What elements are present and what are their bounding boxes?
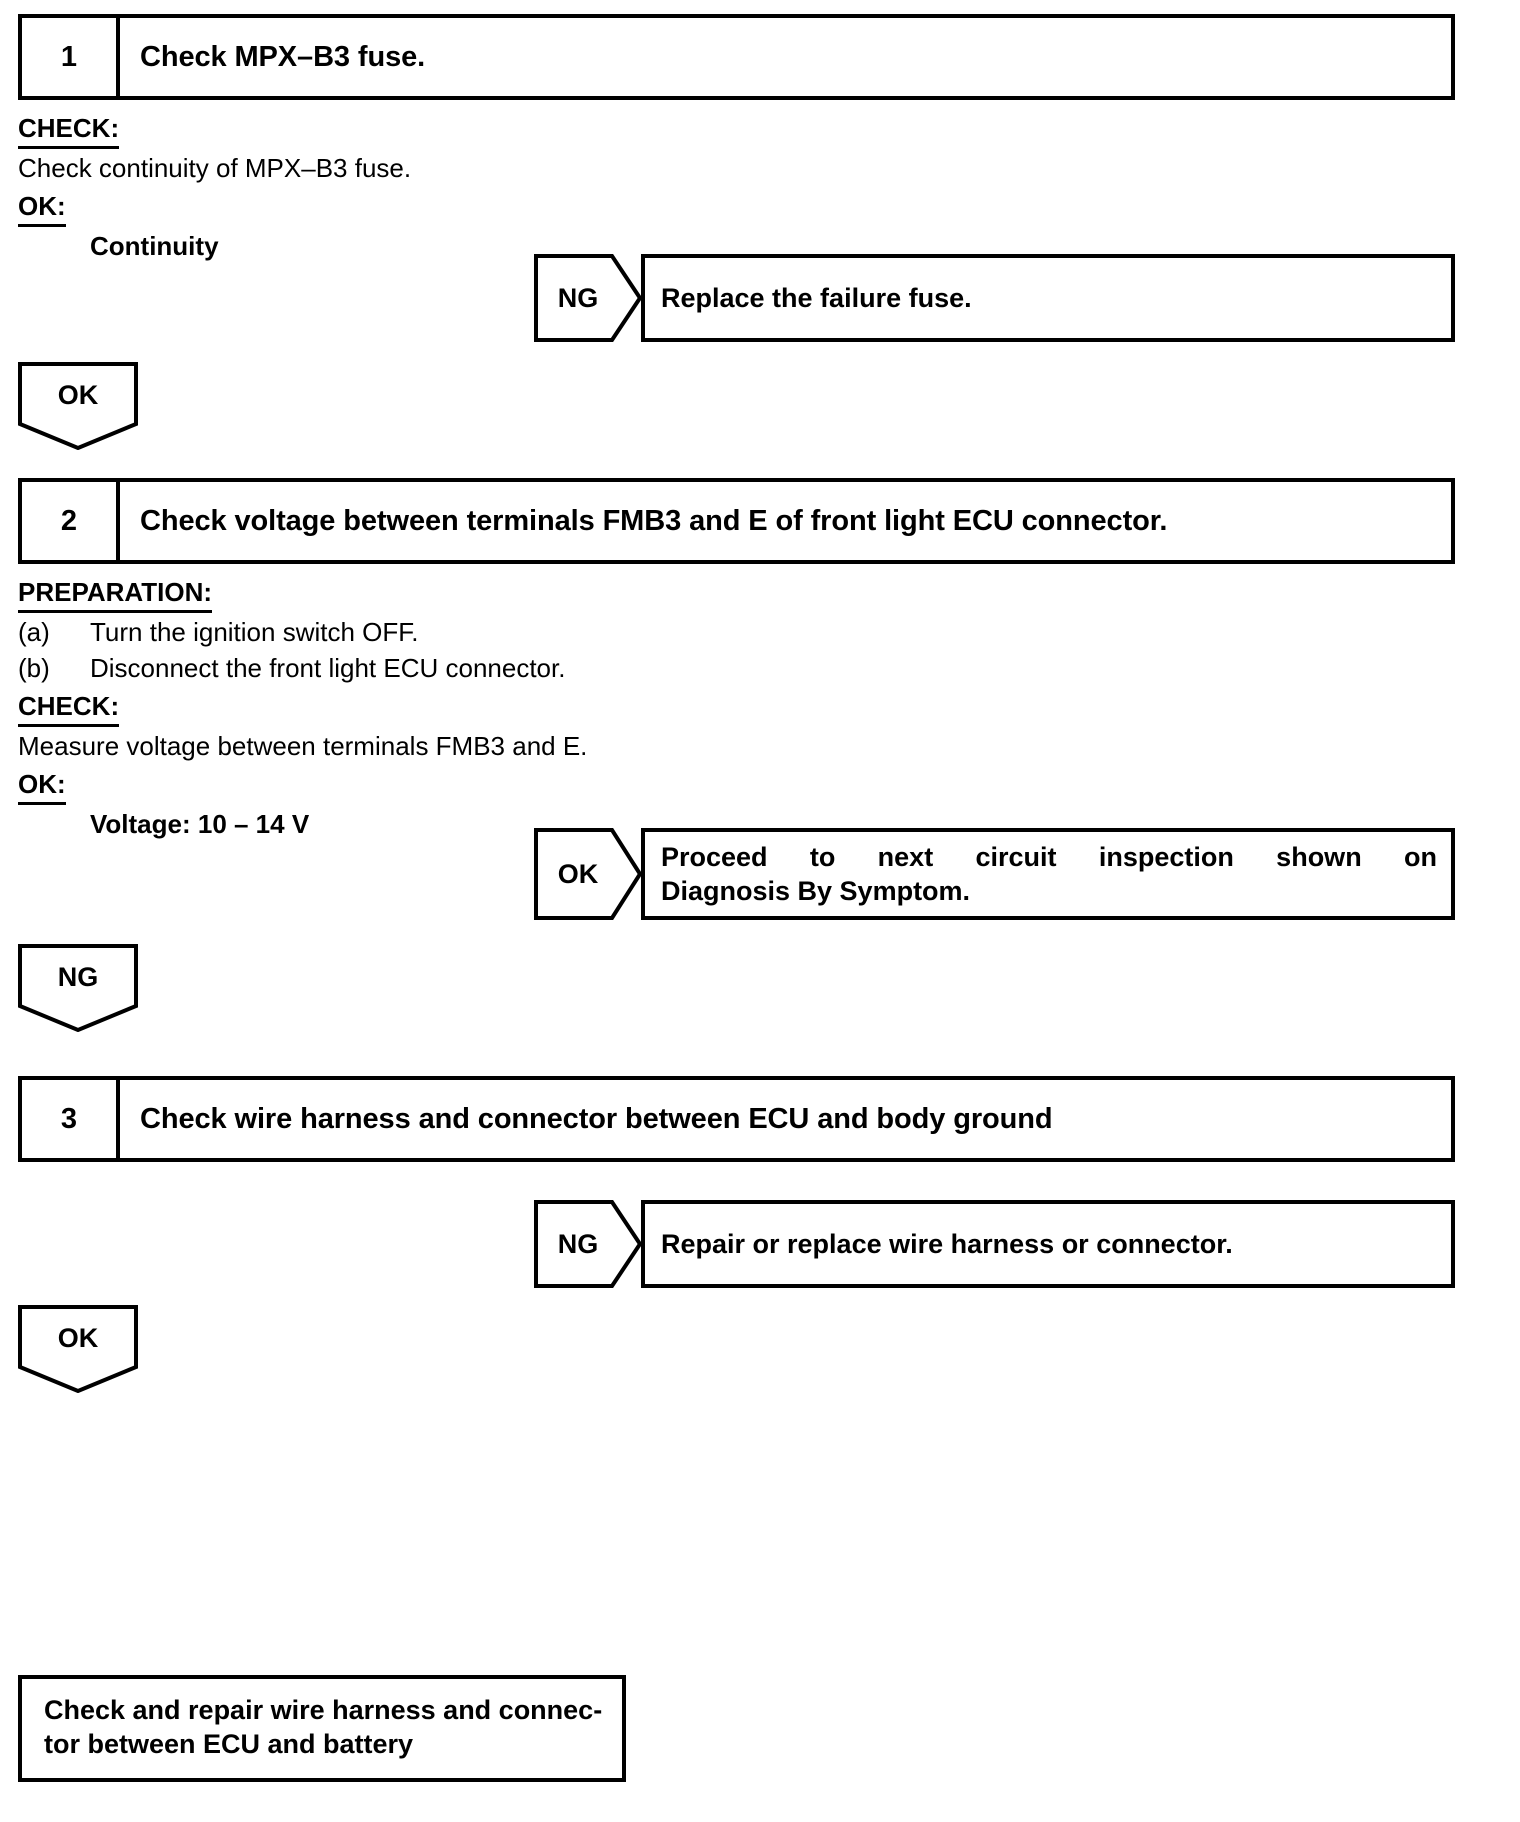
step-1-title: Check MPX–B3 fuse.: [140, 40, 426, 73]
ng-tag-3-label: NG: [557, 1228, 599, 1259]
step-1-ok-label-row: OK:: [18, 190, 918, 228]
ng-down-arrow-2: NG: [18, 944, 138, 1032]
result-line-1: Check and repair wire harness and connec…: [44, 1695, 603, 1725]
step-2-prep-item-a: (a) Turn the ignition switch OFF.: [18, 614, 918, 650]
step-1-body: CHECK: Check continuity of MPX–B3 fuse. …: [18, 112, 918, 264]
ok-tag-2: OK: [534, 828, 642, 920]
step-2-header: 2 Check voltage between terminals FMB3 a…: [18, 478, 1455, 564]
step-2-title: Check voltage between terminals FMB3 and…: [140, 504, 1168, 537]
step-3-ng-box: Repair or replace wire harness or connec…: [641, 1200, 1455, 1288]
ok-down-arrow-3: OK: [18, 1305, 138, 1393]
step-2-preparation-label-row: PREPARATION:: [18, 576, 918, 614]
ok-down-arrow-3-label: OK: [57, 1322, 99, 1353]
step-3-header: 3 Check wire harness and connector betwe…: [18, 1076, 1455, 1162]
step-2-check-text: Measure voltage between terminals FMB3 a…: [18, 731, 588, 761]
step-2-ok-label-row: OK:: [18, 768, 918, 806]
step-1-check-text: Check continuity of MPX–B3 fuse.: [18, 153, 412, 183]
step-2-check-label-row: CHECK:: [18, 690, 918, 728]
ok-label: OK:: [18, 190, 66, 227]
step-2-ok-text-line-2: Diagnosis By Symptom.: [661, 876, 971, 906]
step-2-ok-text: Voltage: 10 – 14 V: [90, 809, 310, 839]
step-2-prep-item-b-text: Disconnect the front light ECU connector…: [90, 653, 566, 683]
step-3-ng-text: Repair or replace wire harness or connec…: [661, 1229, 1233, 1259]
step-1-ok-text: Continuity: [90, 231, 219, 261]
step-2-prep-item-a-text: Turn the ignition switch OFF.: [90, 617, 419, 647]
ng-tag-1-label: NG: [557, 282, 599, 313]
result-box: Check and repair wire harness and connec…: [18, 1675, 626, 1782]
step-2-prep-item-b: (b) Disconnect the front light ECU connec…: [18, 650, 918, 686]
step-1-check-label-row: CHECK:: [18, 112, 918, 150]
step-3-ng-branch: NG Repair or replace wire harness or con…: [534, 1200, 1455, 1288]
step-1-ng-text: Replace the failure fuse.: [661, 283, 972, 313]
step-1-ng-branch: NG Replace the failure fuse.: [534, 254, 1455, 342]
step-1-header: 1 Check MPX–B3 fuse.: [18, 14, 1455, 100]
check-label: CHECK:: [18, 690, 120, 727]
preparation-label: PREPARATION:: [18, 576, 213, 613]
step-2-ok-text-line-1: Proceed to next circuit inspection shown…: [661, 842, 1437, 872]
step-2-ok-box: Proceed to next circuit inspection shown…: [641, 828, 1455, 920]
ok-down-arrow-1: OK: [18, 362, 138, 450]
check-label: CHECK:: [18, 112, 120, 149]
step-3-number: 3: [22, 1080, 120, 1158]
ng-down-arrow-2-label: NG: [57, 961, 99, 992]
ok-down-arrow-1-label: OK: [57, 379, 99, 410]
step-1-ng-box: Replace the failure fuse.: [641, 254, 1455, 342]
step-3-title: Check wire harness and connector between…: [140, 1102, 1053, 1135]
ng-tag-1: NG: [534, 254, 642, 342]
step-2-body: PREPARATION: (a) Turn the ignition switch…: [18, 576, 918, 842]
step-2-prep-item-a-mark: (a): [18, 617, 50, 647]
step-2-number: 2: [22, 482, 120, 560]
step-1-number: 1: [22, 18, 120, 96]
ng-tag-3: NG: [534, 1200, 642, 1288]
step-2-ok-branch: OK Proceed to next circuit inspection sh…: [534, 828, 1455, 920]
step-2-prep-item-b-mark: (b): [18, 653, 50, 683]
step-2-ok-text-block: Proceed to next circuit inspection shown…: [645, 840, 1451, 908]
ok-label: OK:: [18, 768, 66, 805]
ok-tag-2-label: OK: [557, 858, 599, 889]
result-line-2: tor between ECU and battery: [44, 1729, 414, 1759]
